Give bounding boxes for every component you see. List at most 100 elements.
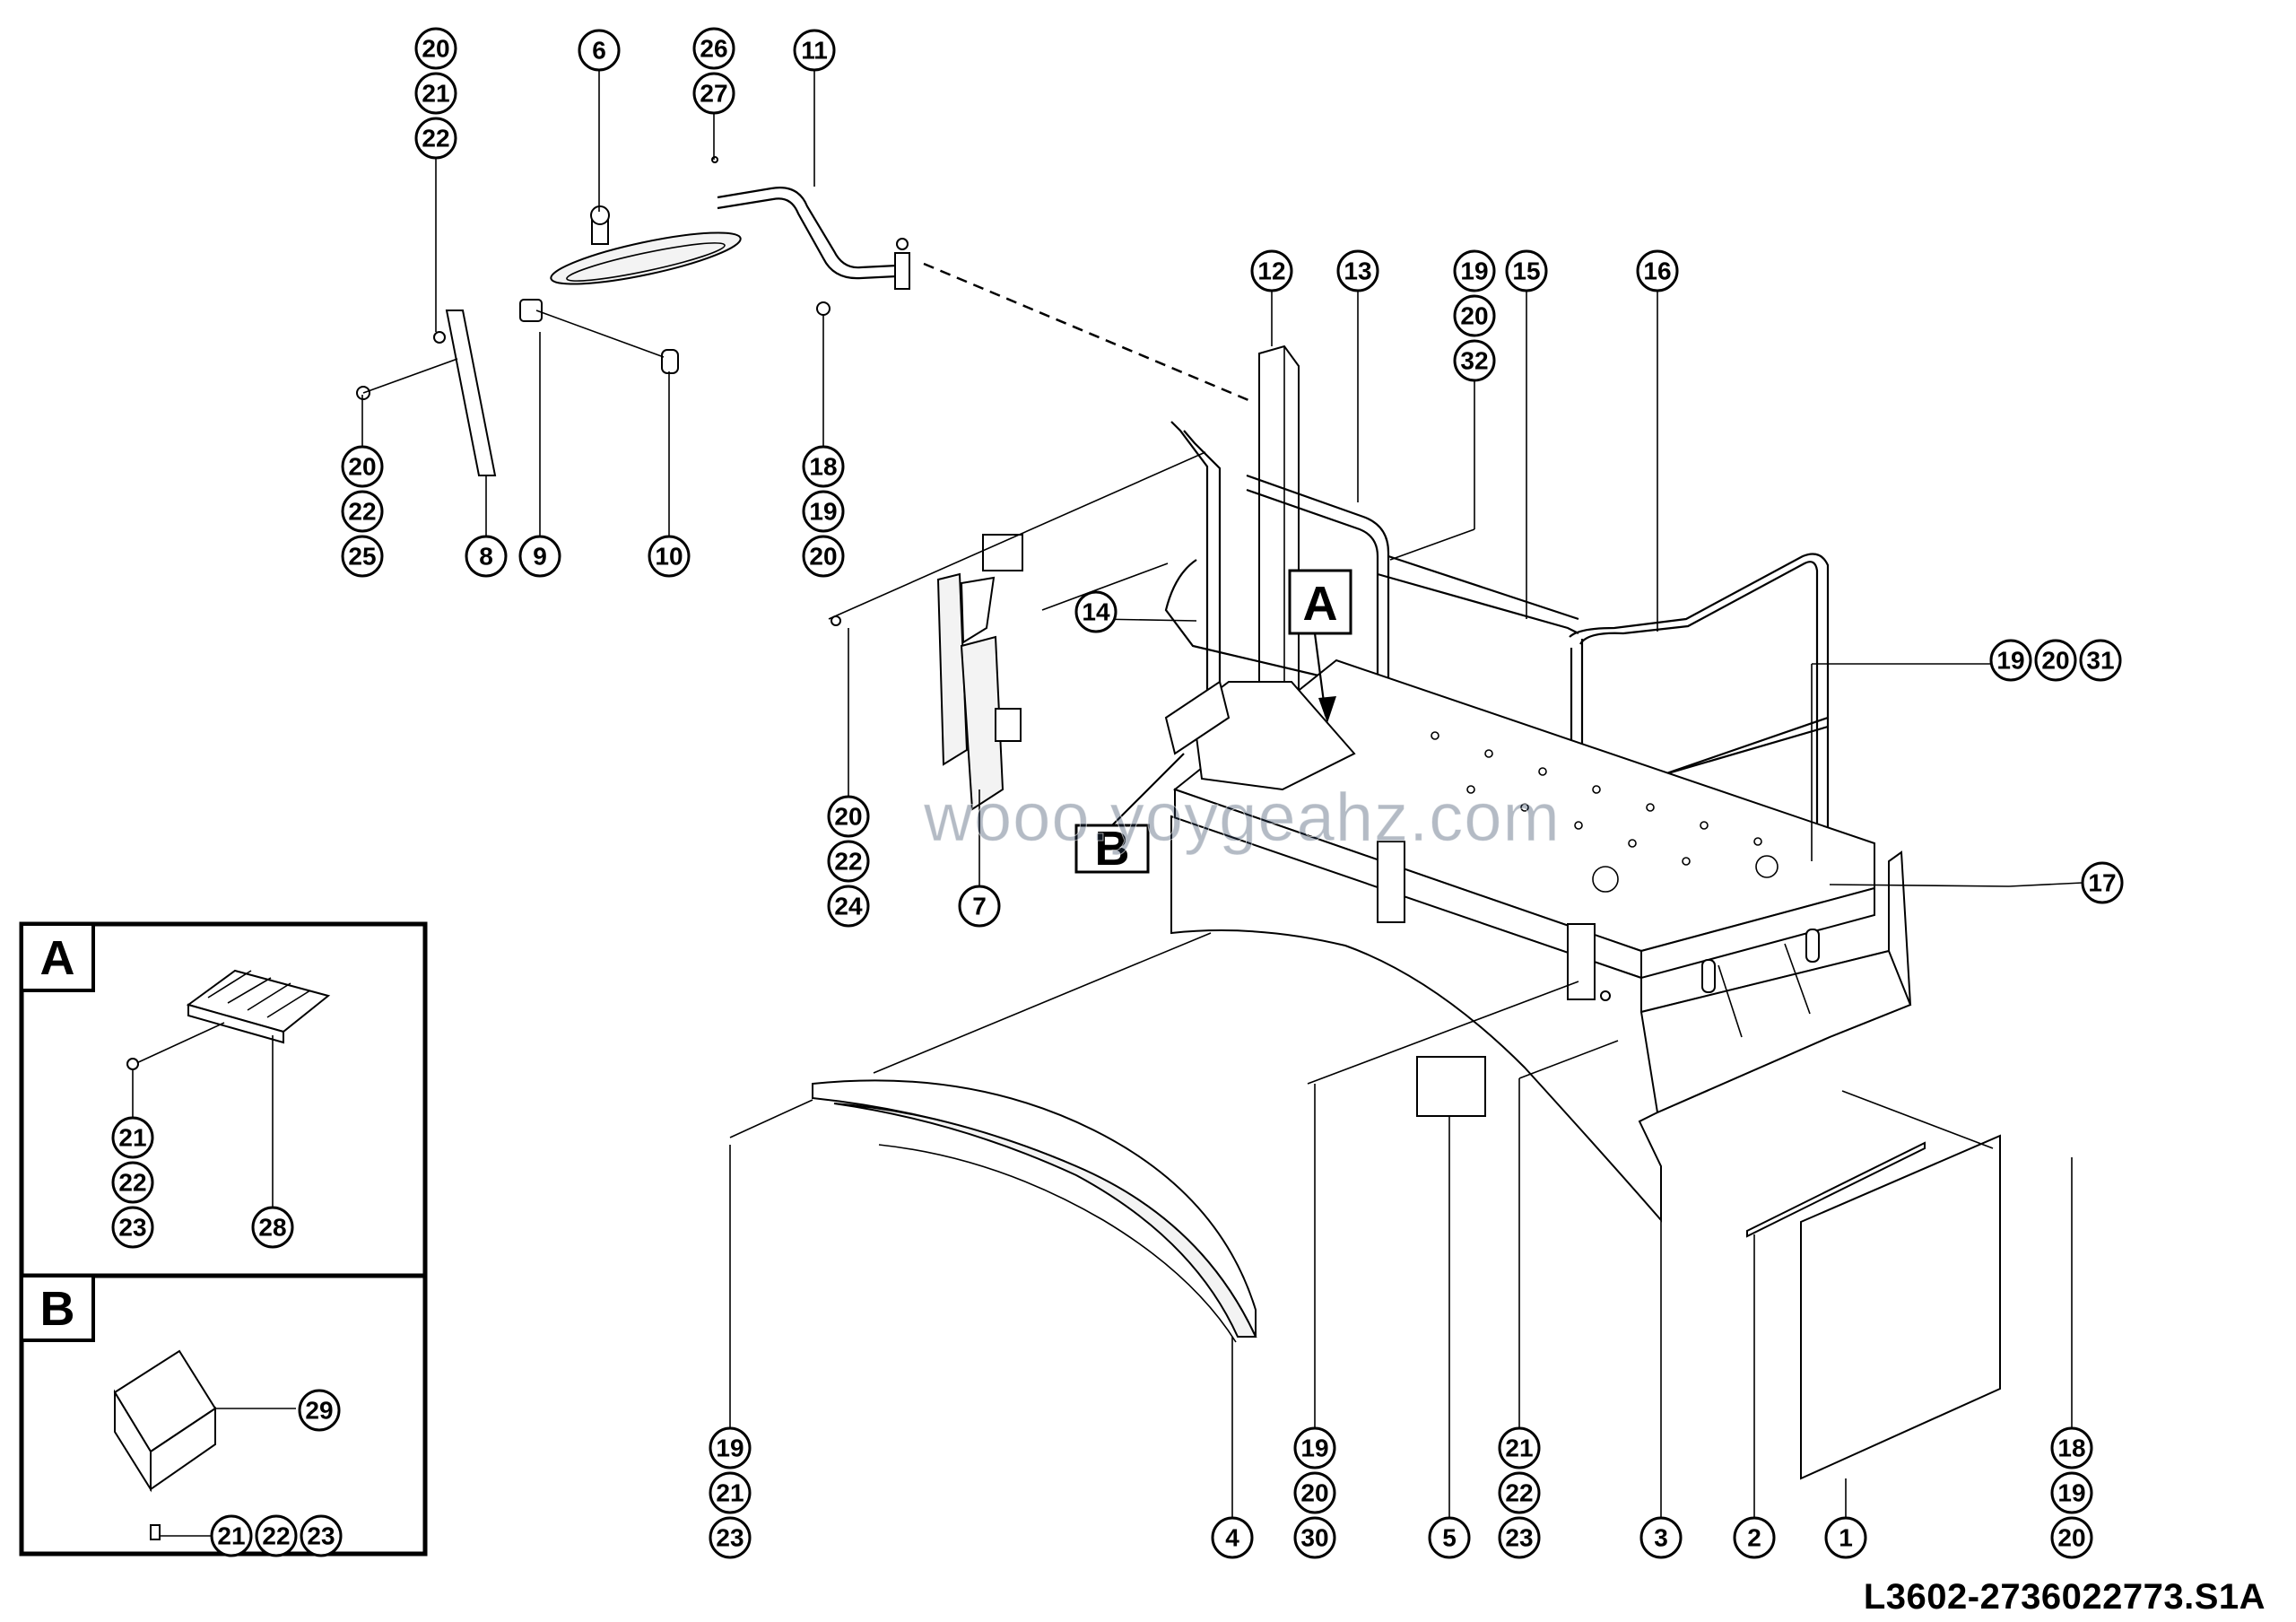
detail-box-b: B [19, 1273, 428, 1557]
svg-text:19: 19 [1300, 1435, 1328, 1462]
svg-text:29: 29 [305, 1397, 333, 1425]
callout-27: 27 [692, 72, 735, 115]
callout-20: 20 [1293, 1471, 1336, 1514]
callout-1: 1 [1824, 1516, 1867, 1559]
svg-text:30: 30 [1300, 1524, 1328, 1552]
callout-7: 7 [958, 885, 1001, 928]
svg-text:15: 15 [1512, 257, 1540, 285]
svg-text:19: 19 [716, 1435, 744, 1462]
svg-text:A: A [1303, 577, 1338, 631]
svg-text:B: B [1095, 822, 1130, 876]
callout-22: 22 [111, 1161, 154, 1204]
svg-text:10: 10 [655, 543, 683, 571]
svg-text:4: 4 [1225, 1524, 1239, 1552]
callout-16: 16 [1636, 249, 1679, 292]
callout-8: 8 [465, 535, 508, 578]
svg-text:22: 22 [262, 1522, 290, 1550]
callout-19: 19 [802, 490, 845, 533]
callout-24: 24 [827, 885, 870, 928]
mounting-reference-line [923, 262, 1249, 402]
fender-body [1170, 815, 1912, 1223]
svg-text:22: 22 [422, 125, 449, 153]
svg-text:28: 28 [258, 1214, 286, 1242]
svg-text:1: 1 [1839, 1524, 1853, 1552]
callout-32: 32 [1453, 339, 1496, 382]
svg-text:20: 20 [1300, 1479, 1328, 1507]
svg-text:A: A [40, 931, 75, 985]
svg-text:22: 22 [348, 498, 376, 526]
svg-text:18: 18 [2057, 1435, 2085, 1462]
callout-22: 22 [341, 490, 384, 533]
callout-14: 14 [1074, 590, 1118, 633]
callout-15: 15 [1505, 249, 1548, 292]
watermark: wooo.yoygeahz.com [924, 780, 1561, 857]
svg-text:12: 12 [1257, 257, 1285, 285]
callout-20: 20 [414, 27, 457, 70]
svg-text:7: 7 [972, 893, 987, 920]
callout-21: 21 [111, 1116, 154, 1159]
svg-text:25: 25 [348, 543, 376, 571]
callout-23: 23 [709, 1516, 752, 1559]
callout-20: 20 [2034, 639, 2077, 682]
callout-22: 22 [414, 117, 457, 160]
svg-text:13: 13 [1344, 257, 1371, 285]
svg-text:19: 19 [1460, 257, 1488, 285]
svg-text:22: 22 [118, 1169, 146, 1197]
callout-21: 21 [709, 1471, 752, 1514]
svg-text:23: 23 [307, 1522, 335, 1550]
svg-text:17: 17 [2088, 869, 2116, 897]
callout-23: 23 [300, 1514, 343, 1557]
fender-arc [812, 1056, 1486, 1343]
svg-text:21: 21 [716, 1479, 744, 1507]
callout-18: 18 [802, 445, 845, 488]
svg-text:6: 6 [592, 37, 606, 65]
svg-text:14: 14 [1082, 598, 1110, 626]
svg-text:27: 27 [700, 80, 727, 108]
callout-5: 5 [1428, 1516, 1471, 1559]
callout-13: 13 [1336, 249, 1379, 292]
svg-text:B: B [40, 1282, 75, 1336]
callout-20: 20 [341, 445, 384, 488]
svg-text:31: 31 [2086, 647, 2114, 675]
svg-text:3: 3 [1654, 1524, 1668, 1552]
drawing-code: L3602-2736022773.S1A [1863, 1577, 2266, 1617]
callout-22: 22 [1498, 1471, 1541, 1514]
callout-19: 19 [709, 1426, 752, 1469]
callout-29: 29 [298, 1389, 341, 1432]
callout-11: 11 [793, 29, 836, 72]
callout-9: 9 [518, 535, 561, 578]
callout-30: 30 [1293, 1516, 1336, 1559]
callout-4: 4 [1211, 1516, 1254, 1559]
callout-19: 19 [1453, 249, 1496, 292]
svg-text:11: 11 [801, 37, 828, 65]
svg-text:32: 32 [1460, 347, 1488, 375]
callout-20: 20 [802, 535, 845, 578]
callout-leaders [361, 70, 2083, 1518]
platform-handrail-assembly [828, 344, 1875, 980]
svg-text:24: 24 [834, 893, 863, 920]
svg-text:21: 21 [1505, 1435, 1533, 1462]
callout-12: 12 [1250, 249, 1293, 292]
callout-20: 20 [2050, 1516, 2093, 1559]
callout-2: 2 [1733, 1516, 1776, 1559]
callout-3: 3 [1639, 1516, 1683, 1559]
detail-reference-b: B [1074, 753, 1185, 876]
svg-text:22: 22 [834, 848, 862, 876]
callout-28: 28 [251, 1206, 294, 1249]
callout-21: 21 [1498, 1426, 1541, 1469]
detail-reference-a: A [1288, 569, 1352, 723]
callout-18: 18 [2050, 1426, 2093, 1469]
callout-19: 19 [1989, 639, 2032, 682]
callout-23: 23 [111, 1206, 154, 1249]
svg-text:19: 19 [2057, 1479, 2085, 1507]
callout-22: 22 [827, 840, 870, 883]
callout-6: 6 [578, 29, 621, 72]
callout-31: 31 [2079, 639, 2122, 682]
svg-text:21: 21 [217, 1522, 245, 1550]
callout-20: 20 [1453, 294, 1496, 337]
svg-text:20: 20 [1460, 302, 1488, 330]
mirror-assembly [356, 156, 910, 476]
callout-19: 19 [2050, 1471, 2093, 1514]
callout-10: 10 [648, 535, 691, 578]
